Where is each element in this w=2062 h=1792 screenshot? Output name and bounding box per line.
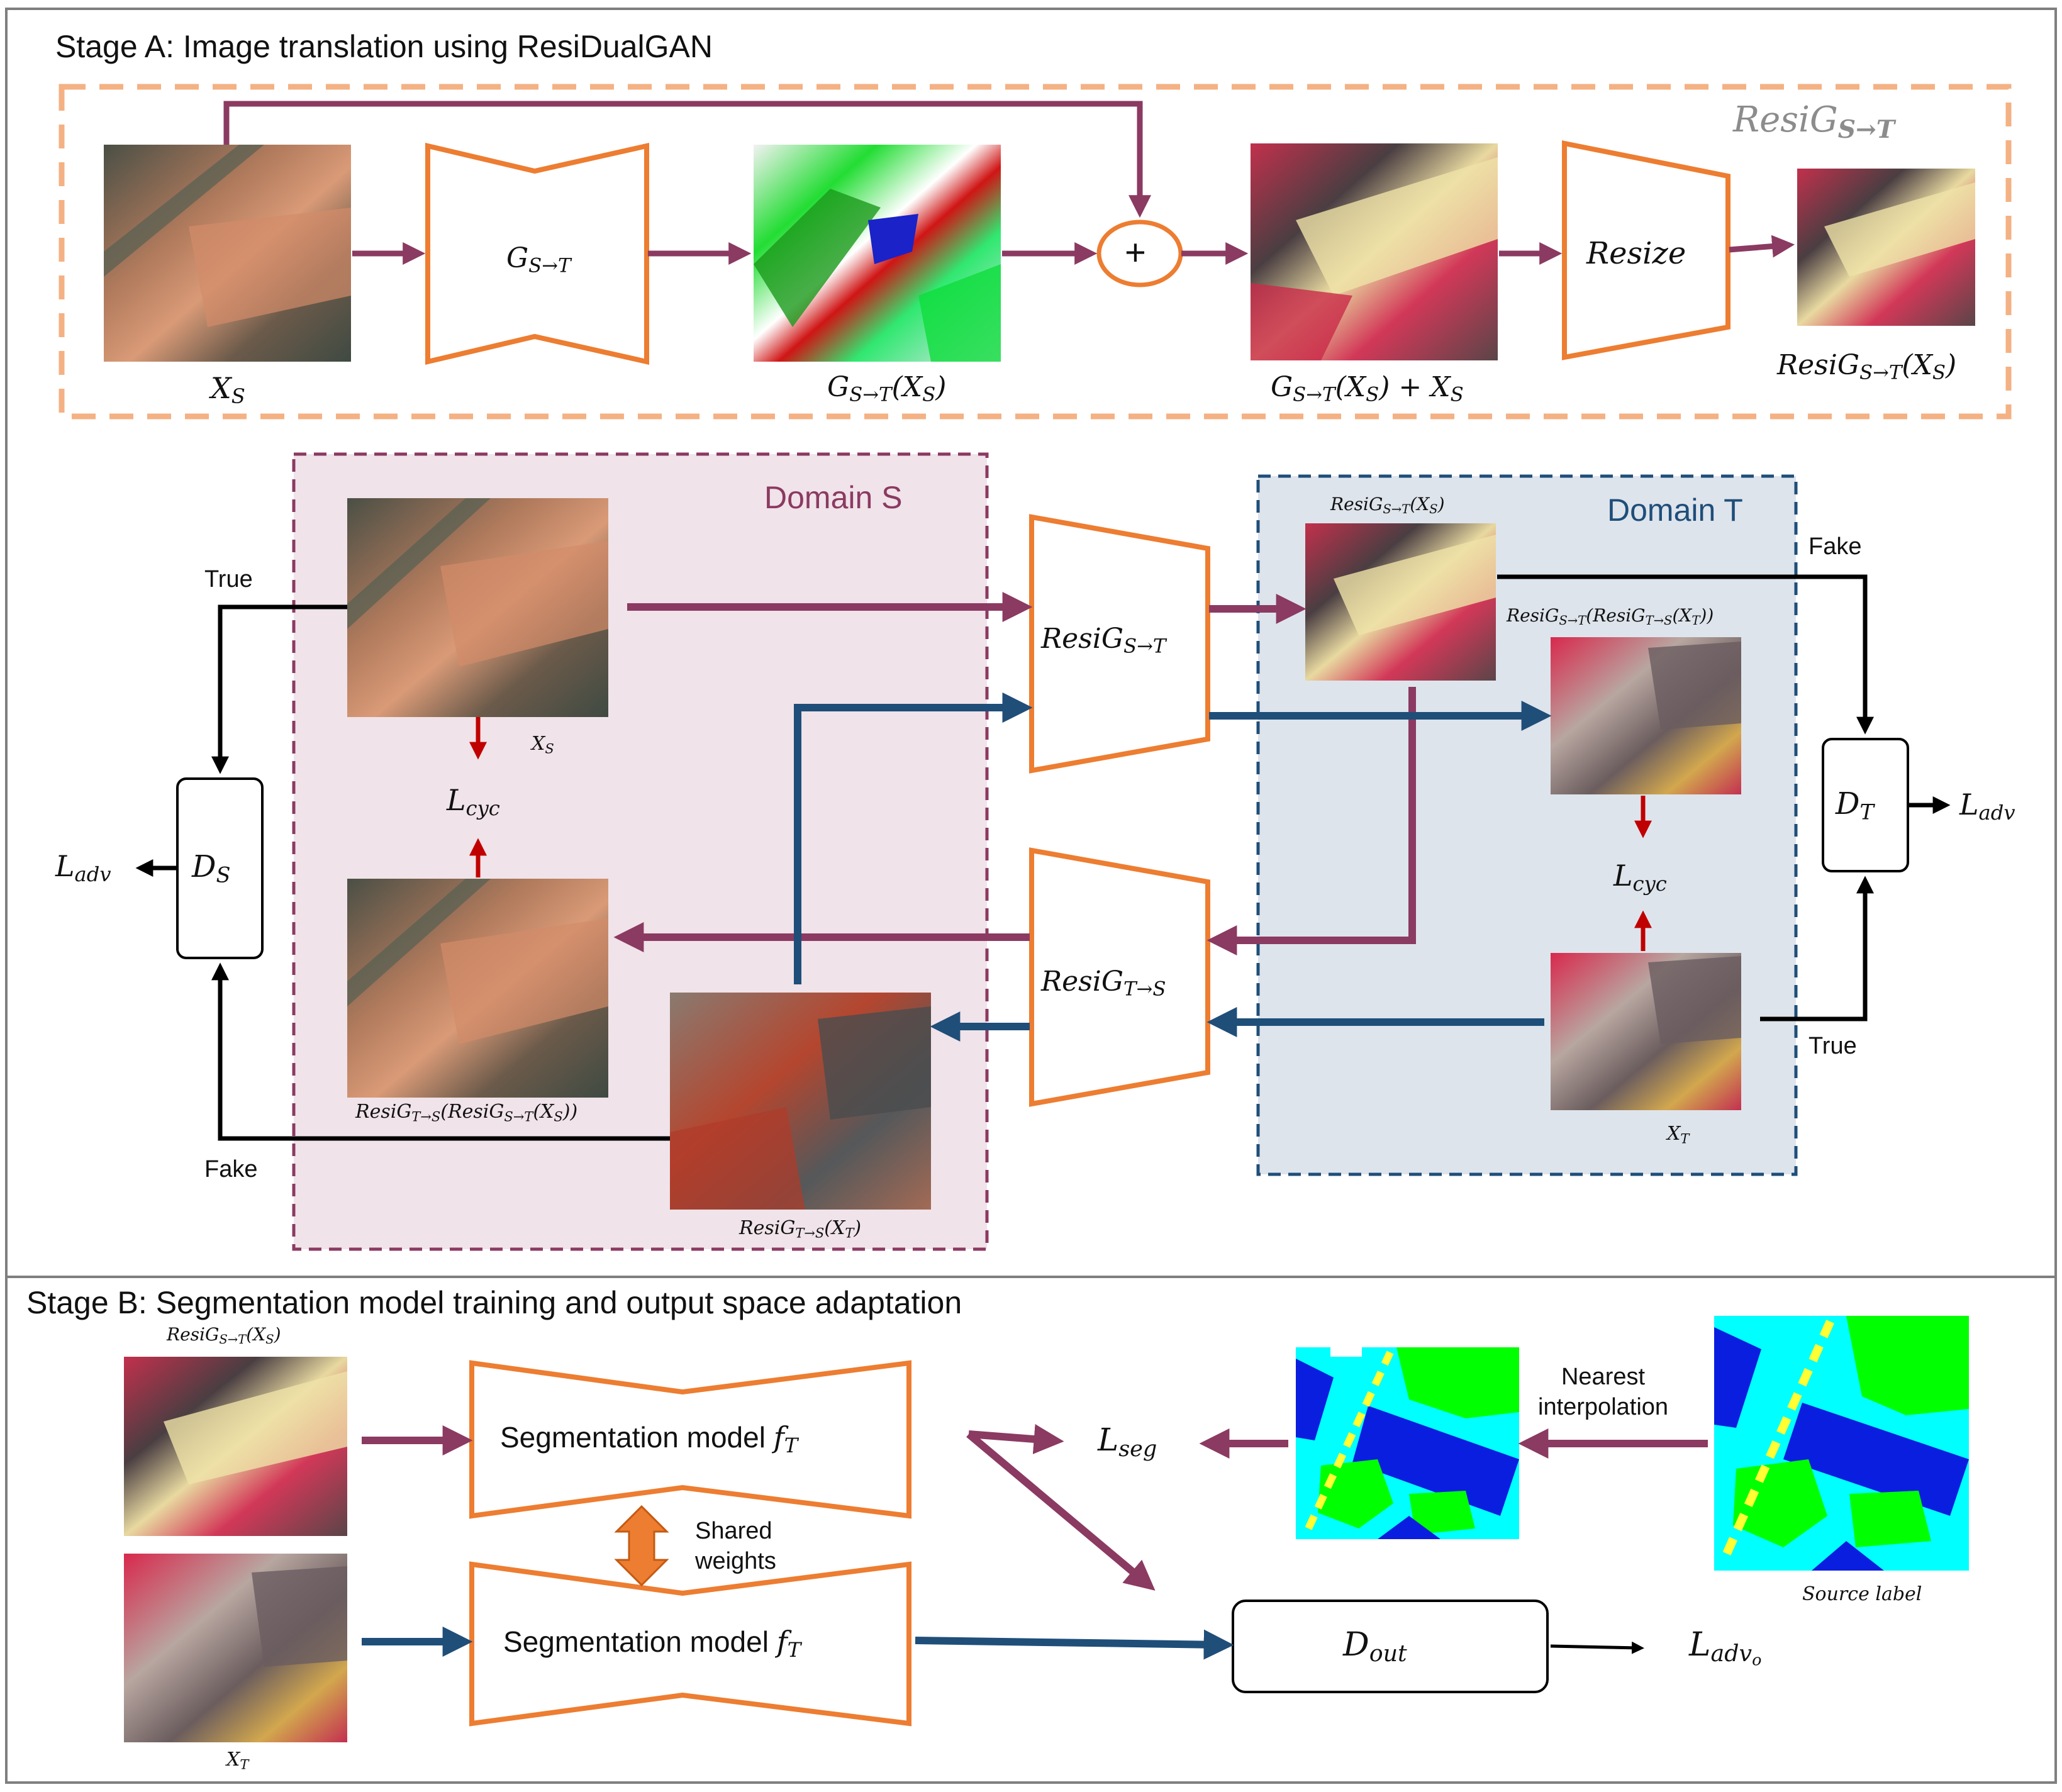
image-fake-s	[670, 993, 931, 1210]
plus-node	[1096, 220, 1183, 287]
resig-output-caption: ResiGS→T(XS)	[1777, 349, 1957, 384]
image-generator-residual	[754, 145, 1001, 362]
discriminator-s	[176, 777, 264, 959]
shared-weights-label: Shared weights	[695, 1516, 776, 1576]
resig-dashed-box	[59, 84, 2012, 420]
generator-ts-cycle-label: ResiGT→S	[1041, 966, 1166, 1001]
discriminator-t-label: DT	[1836, 786, 1874, 825]
true-label-s: True	[204, 566, 253, 593]
sum-caption: GS→T(XS) + XS	[1271, 371, 1464, 406]
segmentation-model-top-shape	[469, 1360, 911, 1519]
arrow-skip-connection	[223, 101, 1151, 218]
reconstructed-s-caption: ResiGT→S(ResiGS→T(XS))	[355, 1101, 578, 1125]
arrow-true-to-dt	[1760, 876, 1874, 1021]
ladv-t-label: Ladv	[1959, 787, 2015, 825]
arrow-fake-s-to-gst-head	[794, 693, 1033, 984]
xs-caption: XS	[211, 371, 245, 409]
resig-input-caption: ResiGS→T(XS)	[167, 1324, 281, 1347]
arrow-seg-to-dout-blue	[915, 1629, 1234, 1660]
plus-symbol: +	[1125, 232, 1146, 273]
lcyc-t-label: Lcyc	[1613, 859, 1667, 896]
fake-t-caption: ResiGS→T(XS)	[1330, 494, 1445, 516]
arrow-seg-to-dout	[966, 1431, 1156, 1591]
lseg-label: Lseg	[1098, 1422, 1157, 1462]
fake-s-caption: ResiGT→S(XT)	[739, 1217, 862, 1241]
discriminator-t	[1822, 738, 1909, 872]
discriminator-s-label: DS	[192, 849, 231, 888]
resize-label: Resize	[1586, 236, 1686, 271]
shared-weights-line-1: Shared	[695, 1518, 772, 1544]
image-resized-output	[1797, 169, 1975, 326]
image-resig-input	[124, 1357, 347, 1536]
resize-trapezoid	[1562, 140, 1730, 360]
ladv-s-label: Ladv	[55, 849, 111, 887]
image-xs-cycle	[347, 498, 608, 717]
reconstructed-t-caption: ResiGS→T(ResiGT→S(XT))	[1507, 605, 1714, 628]
image-fake-t	[1305, 523, 1496, 681]
stage-a-title: Stage A: Image translation using ResiDua…	[55, 29, 713, 64]
image-reconstructed-s	[347, 879, 608, 1098]
image-source-label	[1714, 1316, 1969, 1571]
resig-box-label: ResiGS→T	[1733, 99, 1895, 144]
domain-s-label: Domain S	[764, 480, 903, 515]
outer-frame	[5, 8, 2057, 1784]
image-xt-input	[124, 1554, 347, 1742]
generator-st-hourglass	[425, 142, 649, 365]
xs-cycle-caption: XS	[532, 733, 554, 757]
segmentation-model-bottom-label: Segmentation model fT	[503, 1625, 801, 1662]
domain-t-label: Domain T	[1607, 493, 1743, 528]
arrow-seg-to-lseg-and-dout	[968, 1424, 1064, 1454]
image-reconstructed-t	[1551, 637, 1741, 794]
fake-label-t: Fake	[1808, 533, 1862, 560]
segmentation-model-top-label: Segmentation model fT	[500, 1420, 798, 1458]
shared-weights-arrow	[614, 1505, 669, 1587]
nearest-line-1: Nearest	[1561, 1364, 1646, 1390]
ladv-o-label: Ladvo	[1689, 1626, 1762, 1670]
arrow-resize-to-out	[1729, 235, 1795, 258]
generator-st-label: GS→T	[506, 242, 571, 277]
nearest-line-2: interpolation	[1538, 1394, 1669, 1420]
source-label-caption: Source label	[1802, 1583, 1922, 1605]
discriminator-out-label: Dout	[1343, 1626, 1407, 1667]
lcyc-s-label: Lcyc	[447, 783, 500, 821]
image-resized-label	[1296, 1344, 1519, 1539]
arrow-fake-to-ds	[211, 962, 670, 1141]
image-xt-cycle	[1551, 953, 1741, 1110]
true-label-t: True	[1808, 1033, 1857, 1059]
segmentation-model-bottom-shape	[469, 1561, 911, 1727]
arrow-dout-to-ladvo	[1550, 1641, 1644, 1654]
fake-label-s: Fake	[204, 1156, 258, 1183]
generator-ts-cycle	[1029, 847, 1210, 1107]
arrow-fake-to-dt	[1497, 574, 1874, 735]
generator-output-caption: GS→T(XS)	[827, 371, 947, 406]
nearest-interpolation-label: Nearest interpolation	[1538, 1362, 1668, 1422]
arrow-fake-t-to-gts	[1207, 687, 1416, 955]
generator-st-cycle-label: ResiGS→T	[1041, 623, 1166, 658]
stage-b-title: Stage B: Segmentation model training and…	[26, 1285, 962, 1320]
xt-cycle-caption: XT	[1667, 1123, 1690, 1147]
arrow-true-to-ds	[211, 604, 347, 774]
xt-input-caption: XT	[226, 1749, 249, 1773]
generator-st-cycle	[1029, 514, 1210, 774]
shared-weights-line-2: weights	[695, 1548, 776, 1574]
image-sum-output	[1251, 143, 1498, 360]
image-xs-stage-a	[104, 145, 351, 362]
